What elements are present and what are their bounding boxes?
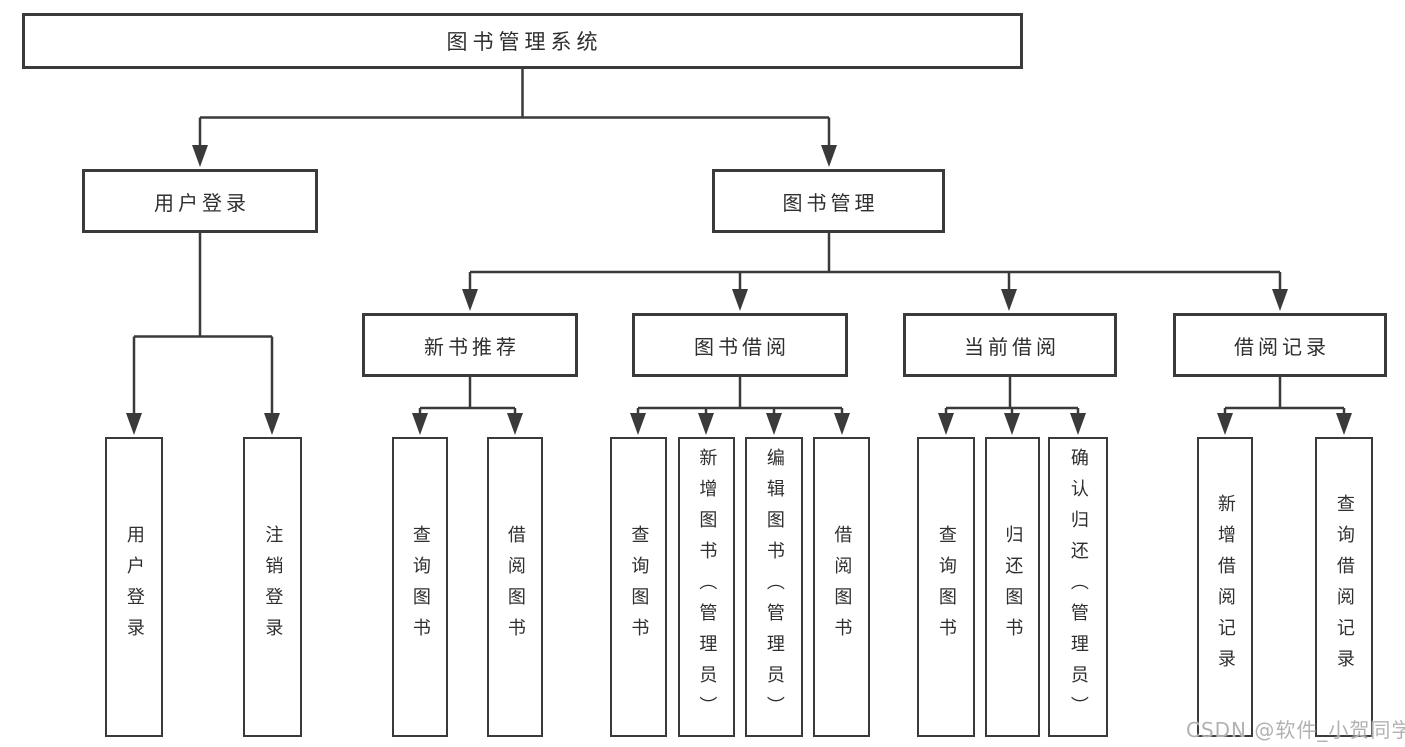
node-label: 查询图书 <box>409 525 431 649</box>
node-label: 新增图书（管理员） <box>696 447 718 727</box>
leaf-bb-add-books-admin: 新增图书（管理员） <box>678 437 735 737</box>
node-root-system: 图书管理系统 <box>22 13 1023 69</box>
leaf-logout: 注销登录 <box>243 437 302 737</box>
node-label: 用户登录 <box>154 190 250 215</box>
arrowheads <box>126 145 1352 435</box>
node-user-login: 用户登录 <box>82 169 318 233</box>
node-new-book-recommend: 新书推荐 <box>362 313 578 377</box>
node-current-borrowing: 当前借阅 <box>903 313 1117 377</box>
leaf-bb-borrow-books: 借阅图书 <box>813 437 870 737</box>
leaf-user-login: 用户登录 <box>105 437 163 737</box>
watermark: CSDN @软件_小贺同学 <box>1186 718 1405 742</box>
node-label: 确认归还（管理员） <box>1067 447 1089 727</box>
connector-shafts <box>132 69 1346 417</box>
node-label: 新书推荐 <box>424 334 520 359</box>
node-label: 编辑图书（管理员） <box>763 447 785 727</box>
node-label: 查询借阅记录 <box>1333 494 1355 680</box>
leaf-cb-return-books: 归还图书 <box>985 437 1040 737</box>
leaf-br-query-record: 查询借阅记录 <box>1315 437 1373 737</box>
node-label: 查询图书 <box>628 525 650 649</box>
leaf-bb-query-books: 查询图书 <box>610 437 667 737</box>
node-label: 归还图书 <box>1002 525 1024 649</box>
node-book-management: 图书管理 <box>712 169 945 233</box>
node-label: 借阅记录 <box>1234 334 1330 359</box>
node-label: 查询图书 <box>935 525 957 649</box>
leaf-cb-confirm-return-admin: 确认归还（管理员） <box>1048 437 1108 737</box>
leaf-nbr-query-books: 查询图书 <box>392 437 448 737</box>
node-label: 图书管理 <box>782 190 879 215</box>
leaf-nbr-borrow-books: 借阅图书 <box>487 437 543 737</box>
node-borrowing-records: 借阅记录 <box>1173 313 1387 377</box>
node-label: 用户登录 <box>123 525 145 649</box>
node-label: 借阅图书 <box>831 525 853 649</box>
node-book-borrowing: 图书借阅 <box>632 313 848 377</box>
node-label: 注销登录 <box>262 525 284 649</box>
leaf-br-add-record: 新增借阅记录 <box>1197 437 1253 737</box>
leaf-cb-query-books: 查询图书 <box>917 437 975 737</box>
node-label: 图书借阅 <box>694 334 790 359</box>
node-label: 当前借阅 <box>964 334 1060 359</box>
leaf-bb-edit-books-admin: 编辑图书（管理员） <box>745 437 803 737</box>
node-label: 图书管理系统 <box>446 30 603 54</box>
node-label: 新增借阅记录 <box>1214 494 1236 680</box>
node-label: 借阅图书 <box>504 525 526 649</box>
